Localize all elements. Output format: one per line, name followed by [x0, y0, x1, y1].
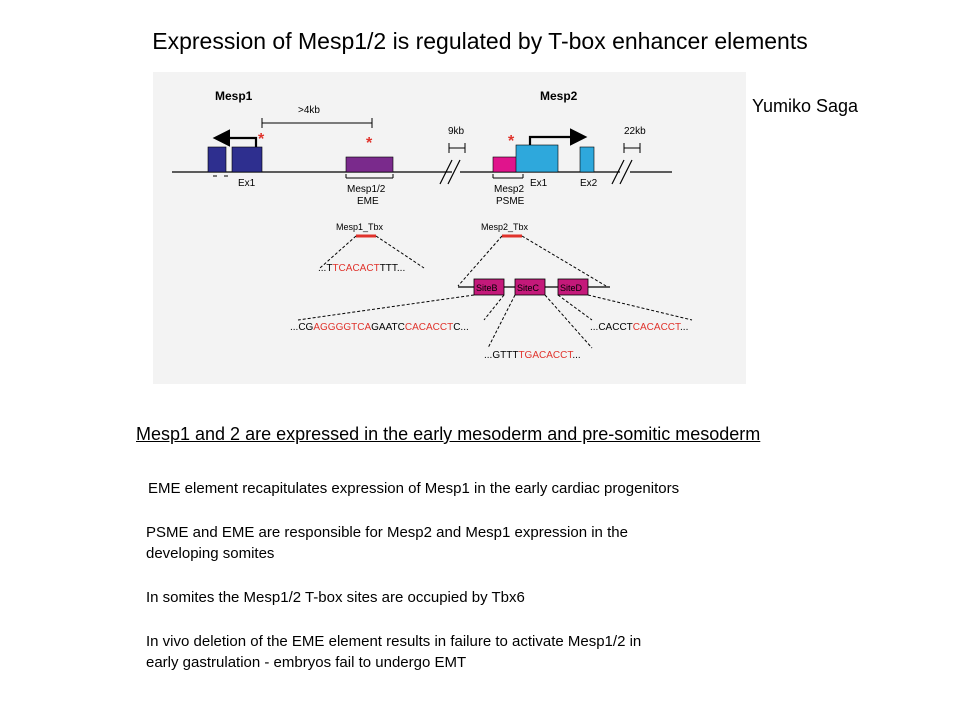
bullet-eme: EME element recapitulates expression of …	[148, 480, 680, 497]
psme-label-line1: Mesp2	[494, 184, 524, 195]
bullet-tbx6: In somites the Mesp1/2 T-box sites are o…	[146, 589, 525, 606]
eme-element	[345, 156, 394, 173]
site-c-label: SiteC	[517, 283, 540, 293]
distance-22kb-label: 22kb	[624, 126, 646, 137]
mesp2-ex2-label: Ex2	[580, 178, 598, 189]
bullet-psme-line1: PSME and EME are responsible for Mesp2 a…	[146, 524, 628, 541]
psme-label-line2: PSME	[496, 196, 525, 207]
asterisk-eme: *	[366, 135, 373, 152]
distance-9kb-label: 9kb	[448, 126, 465, 137]
site-c-sequence: ...GTTTTGACACCT...	[484, 350, 581, 361]
site-b-box	[473, 278, 505, 296]
bullet-deletion-line1: In vivo deletion of the EME element resu…	[146, 633, 642, 650]
eme-label-line2: EME	[357, 196, 379, 207]
diagram-background	[153, 72, 746, 384]
site-d-label: SiteD	[560, 283, 583, 293]
mesp1-exon-1	[231, 146, 263, 173]
asterisk-psme: *	[508, 133, 515, 150]
author-name: Yumiko Saga	[752, 96, 859, 116]
break-mark	[447, 159, 461, 185]
break-mark	[439, 159, 453, 185]
mesp2-ex1-label: Ex1	[530, 178, 548, 189]
bullet-psme-line2: developing somites	[146, 545, 275, 562]
distance-4kb-label: >4kb	[298, 105, 320, 116]
site-c-box	[514, 278, 546, 296]
mesp2-label: Mesp2	[540, 89, 578, 103]
mesp2-tbx-label: Mesp2_Tbx	[481, 222, 529, 232]
mesp2-exon-2	[579, 146, 595, 173]
section-heading: Mesp1 and 2 are expressed in the early m…	[136, 424, 761, 444]
mesp1-tbx-label: Mesp1_Tbx	[336, 222, 384, 232]
eme-label-line1: Mesp1/2	[347, 184, 386, 195]
site-b-label: SiteB	[476, 283, 498, 293]
mesp1-exon-2	[207, 146, 227, 173]
break-mark	[611, 159, 625, 185]
mesp1-tbx-sequence: ...TTCACACTTTT...	[318, 263, 405, 274]
mesp2-transcription-arrow	[528, 128, 588, 146]
break-mark	[619, 159, 633, 185]
asterisk-mesp1: *	[258, 131, 265, 148]
mesp1-ex1-label: Ex1	[238, 178, 256, 189]
mesp1-transcription-arrow	[212, 129, 258, 147]
site-b-sequence: ...CGAGGGGTCAGAATCCACACCTC...	[290, 322, 469, 333]
site-d-box	[557, 278, 589, 296]
slide-title: Expression of Mesp1/2 is regulated by T-…	[152, 28, 808, 54]
mesp2-exon-1	[515, 144, 559, 173]
mesp1-label: Mesp1	[215, 89, 253, 103]
bullet-deletion-line2: early gastrulation - embryos fail to und…	[146, 654, 467, 671]
site-d-sequence: ...CACCTCACACCT...	[590, 322, 688, 333]
